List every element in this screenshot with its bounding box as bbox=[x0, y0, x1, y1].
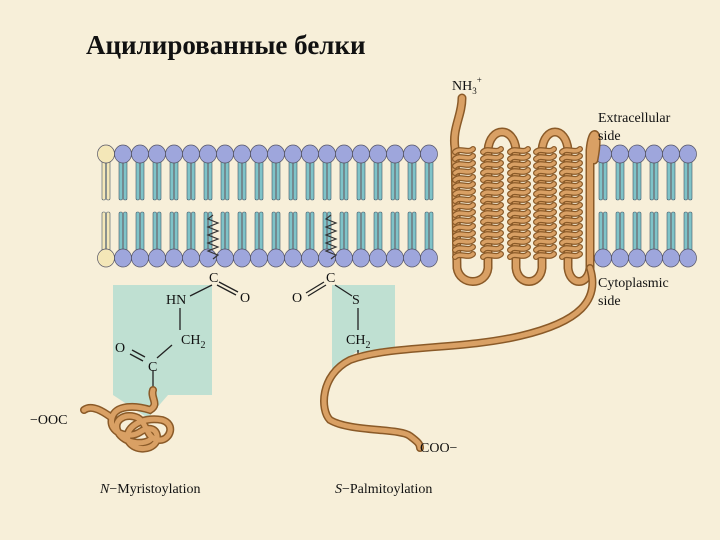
myristoyl-bonds bbox=[129, 281, 239, 388]
phospholipid bbox=[679, 144, 697, 268]
phospholipid bbox=[267, 144, 285, 268]
myristoyl-o-left: O bbox=[115, 341, 125, 356]
phospholipid bbox=[386, 144, 404, 268]
extracellular-label-line1: Extracellular bbox=[598, 111, 671, 126]
s-palmitoylation-caption: S−Palmitoylation bbox=[335, 482, 432, 497]
phospholipid bbox=[182, 144, 200, 268]
myristoylated-protein bbox=[80, 386, 175, 453]
myristoyl-c-top: C bbox=[209, 271, 218, 286]
phospholipid bbox=[611, 144, 629, 268]
phospholipid bbox=[148, 144, 166, 268]
phospholipid bbox=[114, 144, 132, 268]
coo-left-label: −OOC bbox=[30, 413, 67, 428]
slide-title: Ацилированные белки bbox=[86, 30, 366, 60]
phospholipid bbox=[250, 144, 268, 268]
phospholipid bbox=[645, 144, 663, 268]
cytoplasmic-label-line2: side bbox=[598, 294, 621, 309]
coo-right-label: COO− bbox=[420, 441, 458, 456]
myristoyl-ch2: CH2 bbox=[181, 333, 205, 351]
myristoyl-panel bbox=[113, 285, 212, 418]
palmitoyl-ch2: CH2 bbox=[346, 333, 370, 351]
myristoyl-c-bottom: C bbox=[148, 360, 157, 375]
phospholipid bbox=[628, 144, 646, 268]
phospholipid bbox=[131, 144, 149, 268]
cytoplasmic-label-line1: Cytoplasmic bbox=[598, 276, 669, 291]
palmitoyl-s: S bbox=[352, 293, 360, 308]
palmitoyl-bonds bbox=[305, 281, 359, 360]
phospholipid bbox=[233, 144, 251, 268]
phospholipid bbox=[403, 144, 421, 268]
palmitoyl-c-top: C bbox=[326, 271, 335, 286]
phospholipid bbox=[165, 144, 183, 268]
transmembrane-protein bbox=[320, 93, 601, 452]
phospholipid bbox=[352, 144, 370, 268]
myristoyl-hn: HN bbox=[166, 293, 186, 308]
phospholipid bbox=[420, 144, 438, 268]
myristoyl-o-right: O bbox=[240, 291, 250, 306]
extracellular-label-line2: side bbox=[598, 129, 621, 144]
phospholipid bbox=[97, 144, 115, 268]
phospholipid bbox=[301, 144, 319, 268]
phospholipid bbox=[594, 144, 612, 268]
phospholipid bbox=[335, 144, 353, 268]
phospholipid bbox=[216, 144, 234, 268]
palmitoyl-chain bbox=[324, 214, 338, 260]
phospholipid bbox=[369, 144, 387, 268]
nh3-label: NH3+ bbox=[452, 75, 482, 96]
lipid-bilayer bbox=[97, 144, 697, 268]
phospholipid bbox=[662, 144, 680, 268]
myristoyl-chain bbox=[206, 214, 220, 260]
palmitoyl-o-left: O bbox=[292, 291, 302, 306]
n-myristoylation-caption: N−Myristoylation bbox=[99, 482, 200, 497]
phospholipid bbox=[318, 144, 336, 268]
phospholipid bbox=[284, 144, 302, 268]
